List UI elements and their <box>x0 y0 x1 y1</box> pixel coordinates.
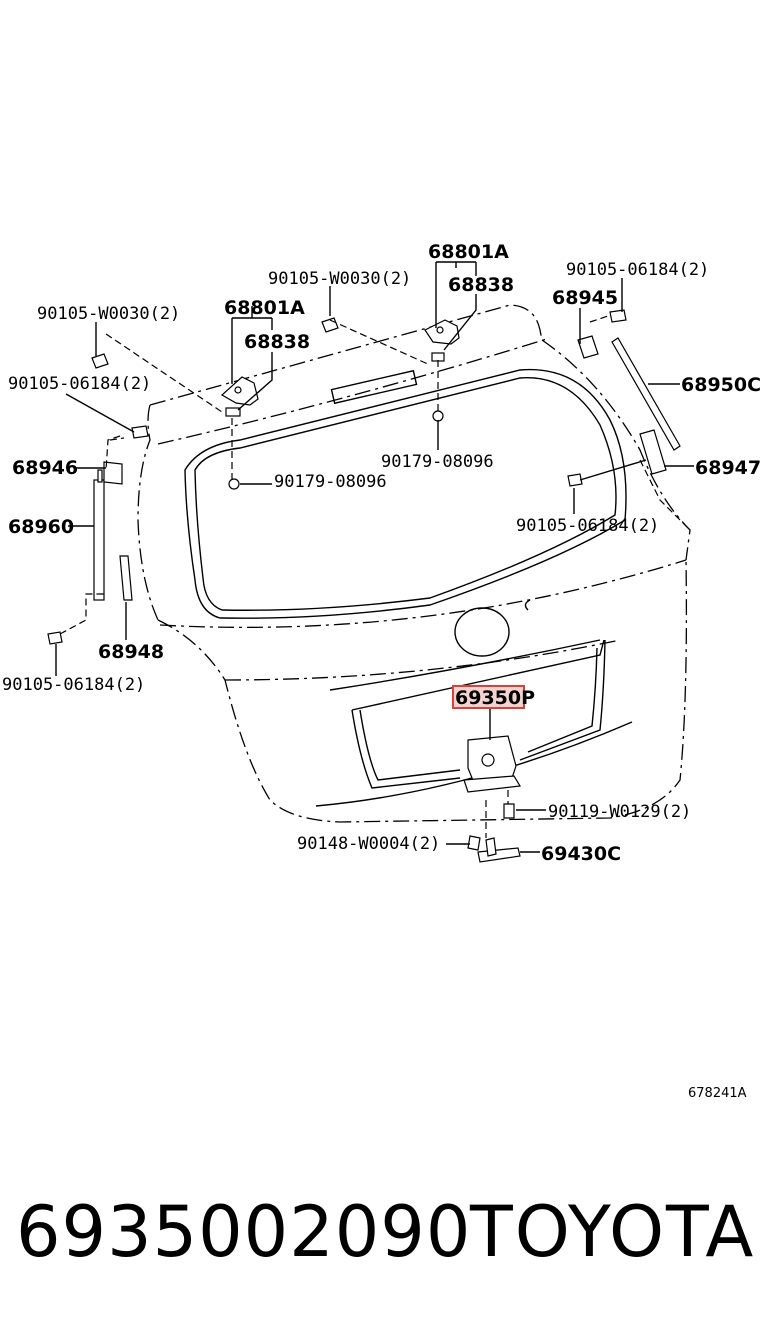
label-90148-w0004: 90148-W0004(2) <box>297 834 440 854</box>
label-68801a-right: 68801A <box>428 241 509 263</box>
label-68945: 68945 <box>552 287 618 309</box>
bolt-set <box>47 309 627 851</box>
striker-assembly <box>477 837 521 863</box>
label-68946: 68946 <box>12 457 78 479</box>
label-68950c: 68950C <box>681 374 760 396</box>
label-90105-w0030-center: 90105-W0030(2) <box>268 269 411 289</box>
damper-stay-left <box>93 461 133 601</box>
label-90105-06184-top-right: 90105-06184(2) <box>566 260 709 280</box>
highlight-box-69350p <box>452 685 525 709</box>
label-90105-06184-right: 90105-06184(2) <box>516 516 659 536</box>
exploded-parts-diagram: 68801A 68838 90105-W0030(2) 90105-06184(… <box>2 241 760 865</box>
leader-lines <box>55 261 694 853</box>
part-labels: 68801A 68838 90105-W0030(2) 90105-06184(… <box>2 241 760 865</box>
hinge-right <box>424 319 460 362</box>
label-90105-06184-left: 90105-06184(2) <box>8 374 151 394</box>
label-68801a-left: 68801A <box>224 297 305 319</box>
label-90105-06184-bottom-left: 90105-06184(2) <box>2 675 145 695</box>
rear-window-glass <box>184 368 627 657</box>
label-69350p: 69350P <box>455 687 535 709</box>
license-plate-recess <box>315 639 633 807</box>
hinge-left <box>220 376 259 417</box>
label-90179-08096-center: 90179-08096 <box>381 452 494 472</box>
lock-assembly <box>463 735 521 793</box>
label-90119-w0129: 90119-W0129(2) <box>548 802 691 822</box>
part-number: 6935002090 <box>16 1191 472 1273</box>
damper-stay-right <box>577 335 681 475</box>
label-68948: 68948 <box>98 641 164 663</box>
diagram-reference-code: 678241A <box>688 1086 747 1101</box>
label-69430c: 69430C <box>541 843 621 865</box>
label-90179-08096-left: 90179-08096 <box>274 472 387 492</box>
label-90105-w0030-left: 90105-W0030(2) <box>37 304 180 324</box>
label-68960: 68960 <box>8 516 74 538</box>
label-68838-right: 68838 <box>448 274 514 296</box>
label-68947: 68947 <box>695 457 760 479</box>
brand-name: TOYOTA <box>470 1191 756 1273</box>
back-door-outline <box>137 304 691 823</box>
label-68838-left: 68838 <box>244 331 310 353</box>
